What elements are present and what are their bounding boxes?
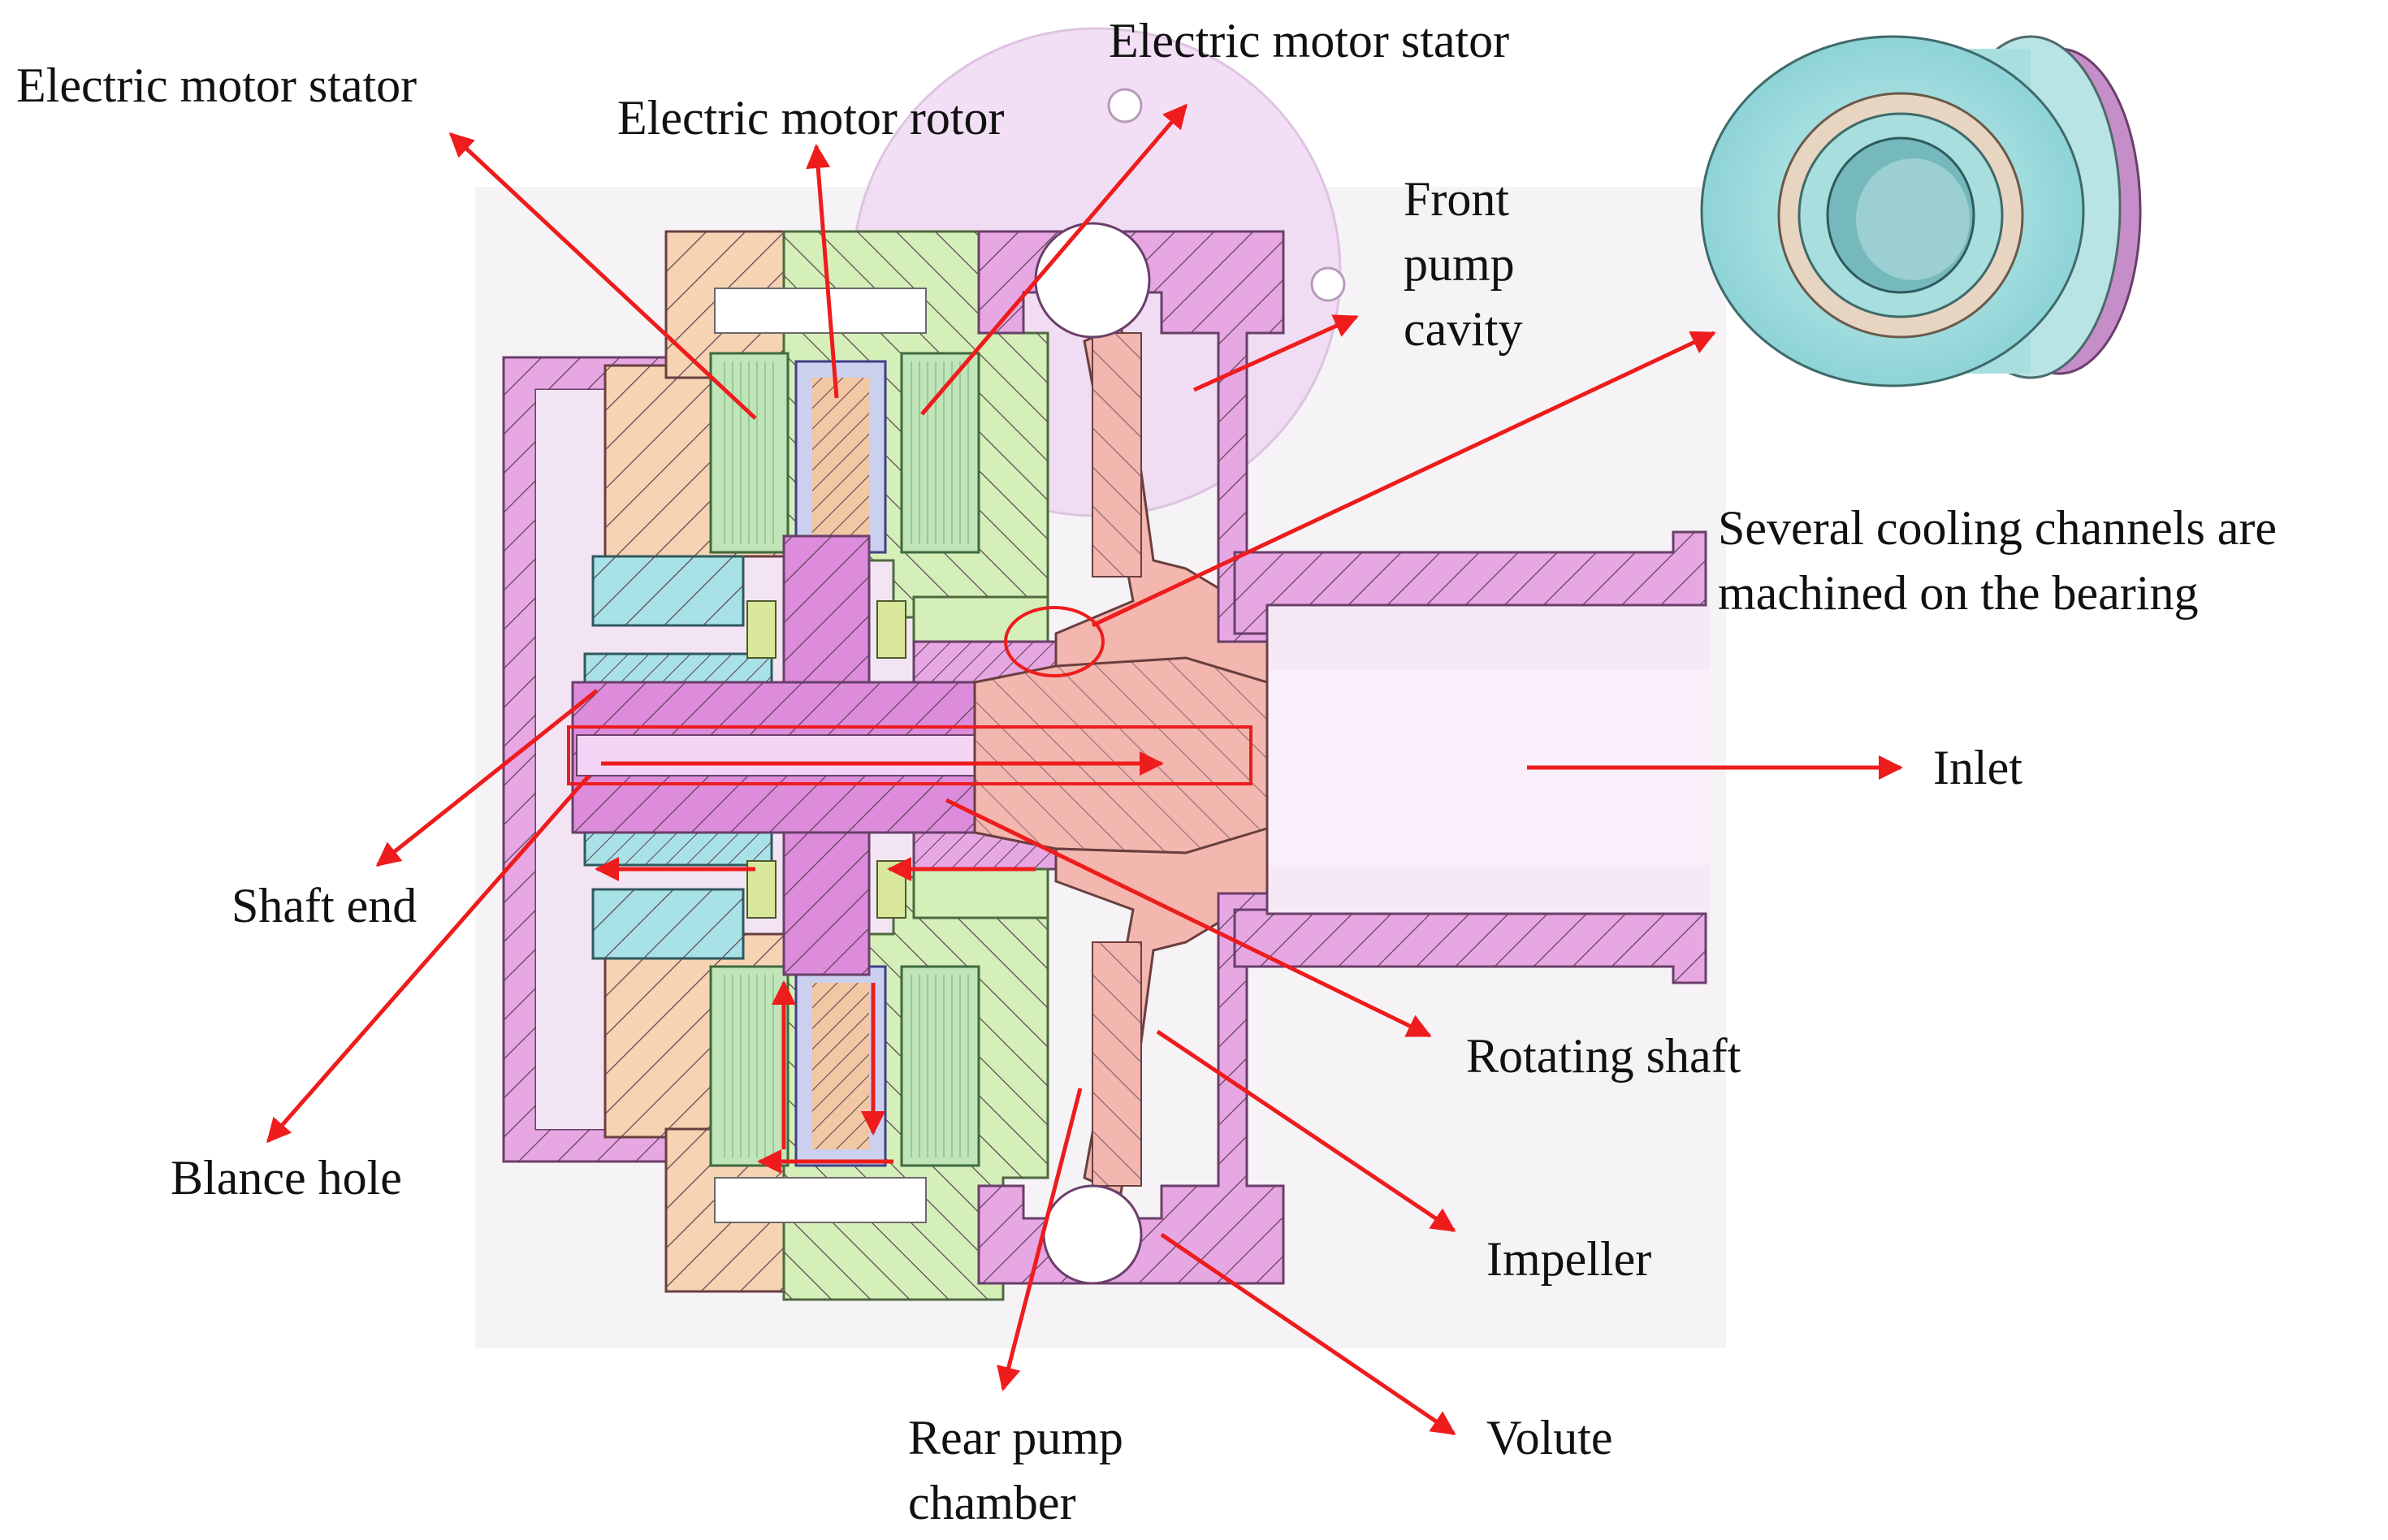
rotor-upper-core-hatch xyxy=(812,378,869,540)
pump-casing-upper-hatch xyxy=(979,231,1300,642)
rotor-web-upper-hatch xyxy=(784,536,869,686)
label-electric-motor-rotor: Electric motor rotor xyxy=(617,91,1005,145)
front-bearing-upper xyxy=(912,595,1049,643)
cooling-channel-highlight xyxy=(1004,606,1105,677)
bearing-3d-illustration xyxy=(1700,35,2142,387)
label-rotating-shaft: Rotating shaft xyxy=(1466,1029,1741,1083)
bearing-lower-left-hatch xyxy=(593,889,743,958)
flange-bolt-hole xyxy=(1107,88,1143,123)
leader-cooling xyxy=(1091,331,1716,628)
leader-rotor xyxy=(806,144,839,399)
leader-rotating-shaft xyxy=(945,798,1432,1038)
leader-balance-hole xyxy=(266,774,591,1144)
bearing-upper-strip-hatch xyxy=(585,654,772,686)
label-inlet: Inlet xyxy=(1933,741,2022,794)
bearing-lower-strip-hatch xyxy=(585,833,772,865)
leader-shaft-end xyxy=(375,689,599,867)
inlet-wall-lower-hatch xyxy=(1235,910,1706,983)
label-shaft-end: Shaft end xyxy=(231,879,417,932)
impeller-blade-lower-hatch xyxy=(1092,942,1141,1186)
stator-coil-left-lower-lines xyxy=(719,975,780,1157)
leader-rear-chamber xyxy=(997,1088,1083,1391)
flange-bolt-hole xyxy=(1310,266,1346,302)
label-rear-pump-chamber: Rear pump chamber xyxy=(908,1411,1123,1529)
stator-coil-right-upper-lines xyxy=(910,361,971,544)
impeller-blade-upper-hatch xyxy=(1092,333,1141,577)
impeller-hub-hatch xyxy=(975,658,1267,853)
label-front-pump-cavity: Front pump cavity xyxy=(1404,172,1523,356)
stator-slot-top xyxy=(714,288,927,334)
label-balance-hole: Blance hole xyxy=(171,1151,402,1205)
balance-hole-highlight xyxy=(567,725,1252,785)
leader-stator-top xyxy=(920,103,1188,416)
bearing-ring xyxy=(876,600,906,659)
label-electric-motor-stator-top: Electric motor stator xyxy=(1109,14,1510,67)
leader-volute xyxy=(1160,1232,1456,1436)
stator-slot-bottom xyxy=(714,1177,927,1223)
label-impeller: Impeller xyxy=(1486,1232,1652,1286)
label-cooling-channels: Several cooling channels are machined on… xyxy=(1718,501,2278,620)
bearing-ring xyxy=(746,600,777,659)
rotor-lower-core-hatch xyxy=(812,983,869,1149)
stator-coil-right-lower-lines xyxy=(910,975,971,1157)
pump-casing-lower-hatch xyxy=(979,893,1300,1283)
front-bearing-lower xyxy=(912,867,1049,919)
volute-upper-passage xyxy=(1034,222,1151,339)
stator-coil-left-upper-lines xyxy=(719,361,780,544)
bearing-upper-left-hatch xyxy=(593,556,743,625)
volute-lower-passage xyxy=(1042,1184,1143,1285)
rotor-web-lower-hatch xyxy=(784,824,869,975)
leader-stator-left xyxy=(448,132,757,420)
label-electric-motor-stator-left: Electric motor stator xyxy=(16,58,417,112)
inlet-wall-upper-hatch xyxy=(1235,532,1706,634)
leader-front-cavity xyxy=(1192,314,1359,392)
leader-impeller xyxy=(1156,1029,1456,1233)
label-volute: Volute xyxy=(1486,1411,1613,1464)
